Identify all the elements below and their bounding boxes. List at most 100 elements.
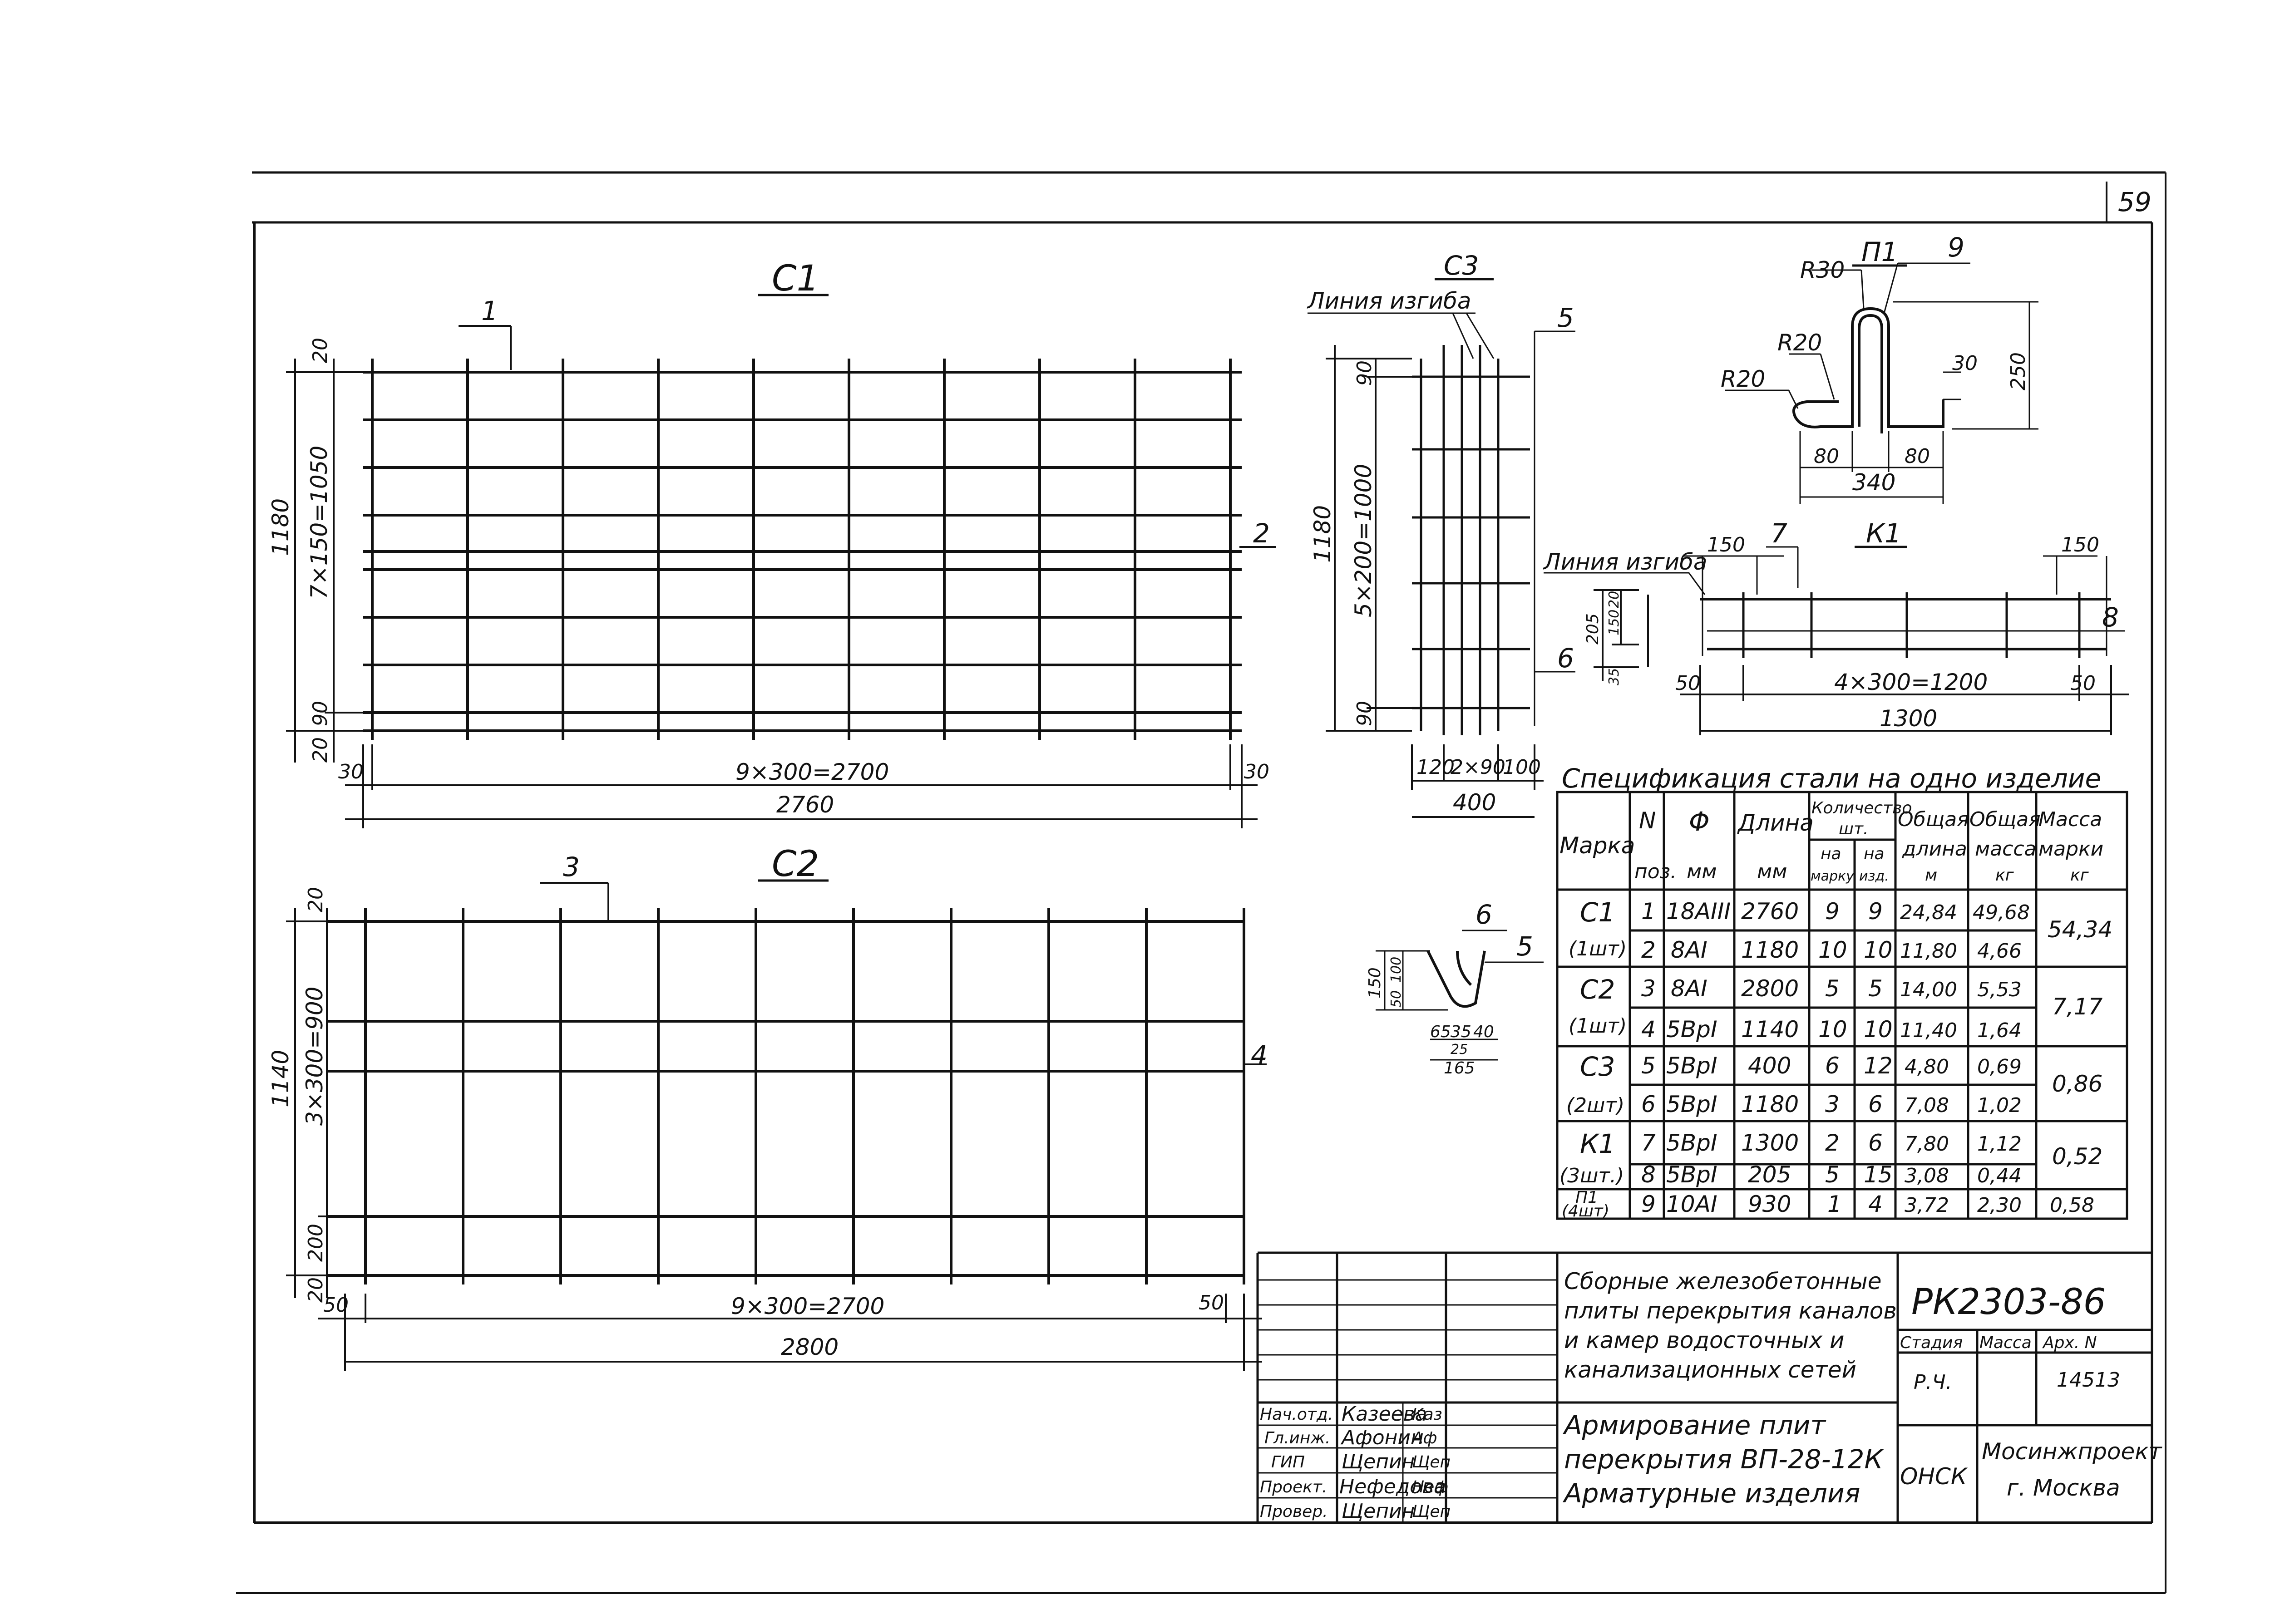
spec-c1-mark: С1 <box>1580 897 1615 928</box>
c2-dim-mid-h: 3×300=900 <box>301 987 328 1126</box>
c2-title: С2 <box>772 844 819 885</box>
spec-h-qty-top: Количество <box>1811 799 1912 817</box>
c3-pos-5: 5 <box>1557 302 1574 333</box>
c3-dim-total-w: 400 <box>1453 789 1496 816</box>
c3-bend-line: Линия изгиба <box>1307 288 1471 314</box>
spec-h-mmass-mid: марки <box>2038 837 2103 861</box>
signer-signature: Каз <box>1412 1405 1442 1424</box>
title-block: Нач.отд. Казеева Каз Гл.инж. Афонин Аф Г… <box>1256 1251 2162 1523</box>
k1-pos-8: 8 <box>2102 602 2119 633</box>
spec-h-qty-b2: изд. <box>1859 868 1889 884</box>
c1-dim-total-h: 1180 <box>267 498 294 556</box>
spec-h-mmass-top: Масса <box>2038 808 2102 831</box>
spec-h-dia-top: Φ <box>1689 806 1710 837</box>
signer-role: Проект. <box>1260 1478 1327 1496</box>
c3s-d25: 25 <box>1451 1042 1468 1058</box>
spec-group-c1: С1 (1шт) 54,34 1 18АIII 2760 9 9 24,84 4… <box>1569 897 2112 963</box>
c2-pos-3: 3 <box>563 851 580 882</box>
c1-pos-2: 2 <box>1253 518 1270 549</box>
spec-h-qty-a1: на <box>1821 845 1841 863</box>
spec-cell: 3,72 <box>1905 1194 1949 1217</box>
signers: Нач.отд. Казеева Каз Гл.инж. Афонин Аф Г… <box>1260 1403 1451 1523</box>
spec-cell: 400 <box>1748 1053 1791 1079</box>
c3-dim-mid-h: 5×200=1000 <box>1350 464 1377 617</box>
spec-h-pos-top: N <box>1639 807 1656 834</box>
spec-c2-qty: (1шт) <box>1569 1014 1627 1038</box>
spec-cell: 0,69 <box>1977 1055 2022 1078</box>
spec-cell: 49,68 <box>1973 901 2030 924</box>
spec-cell: 8 <box>1641 1161 1656 1188</box>
spec-c2-mark: С2 <box>1580 974 1615 1005</box>
mesh-c1: С1 <box>267 258 1276 828</box>
spec-cell: 18АIII <box>1666 898 1731 925</box>
spec-h-dia-bot: мм <box>1687 860 1717 883</box>
organization-2: г. Москва <box>2007 1475 2120 1501</box>
c3-cross-bars <box>1412 375 1530 709</box>
spec-cell: 1180 <box>1741 937 1799 963</box>
signer-signature: Аф <box>1411 1429 1437 1447</box>
spec-cell: 5ВрI <box>1666 1016 1717 1043</box>
spec-h-qty-b1: на <box>1864 845 1885 863</box>
spec-cell: 10 <box>1818 1016 1847 1043</box>
signer-role: Провер. <box>1260 1502 1328 1521</box>
spec-h-tlen-top: Общая <box>1898 808 1969 831</box>
k1-dim-total: 1300 <box>1880 705 1937 732</box>
signer-role: Гл.инж. <box>1264 1429 1330 1447</box>
c3s-d40: 40 <box>1473 1023 1494 1041</box>
drawing-code: РК2303-86 <box>1911 1282 2106 1323</box>
spec-cell: 10 <box>1818 937 1847 963</box>
spec-cell: 4,66 <box>1977 940 2022 963</box>
c3-bars <box>1420 345 1500 735</box>
spec-table: Спецификация стали на одно изделие Марка… <box>1556 763 2128 1220</box>
k1-title: К1 <box>1866 518 1901 549</box>
spec-group-c2: С2 (1шт) 7,17 3 8АI 2800 5 5 14,00 5,53 … <box>1569 974 2103 1043</box>
spec-c3-qty: (2шт) <box>1566 1094 1624 1117</box>
spec-cell: 8АI <box>1671 937 1707 963</box>
sheet-frame <box>236 171 2166 1594</box>
spec-cell: 5 <box>1641 1053 1656 1079</box>
organization-1: Мосинжпроект <box>1982 1438 2162 1465</box>
c3s-d100: 100 <box>1388 957 1404 983</box>
signer-signature: Щеп <box>1412 1453 1451 1471</box>
mesh-c2: С2 3 4 <box>267 844 1268 1371</box>
spec-cell: 6 <box>1868 1091 1883 1117</box>
k1-cross <box>1742 592 2081 658</box>
c1-dim-bot1: 90 <box>309 701 332 726</box>
signer-role: Нач.отд. <box>1260 1405 1333 1424</box>
k1-d20: 20 <box>1606 591 1622 608</box>
c1-pos-1: 1 <box>481 295 498 326</box>
spec-cell: 10 <box>1864 1016 1893 1043</box>
spec-cell: 4 <box>1641 1016 1656 1043</box>
c3-dim-bot: 90 <box>1353 701 1376 726</box>
signer-name: Казеева <box>1342 1403 1427 1426</box>
c2-dim-bot2: 20 <box>304 1277 327 1303</box>
c3s-d65: 65 <box>1430 1023 1451 1041</box>
c1-dim-top: 20 <box>309 338 332 363</box>
spec-cell: 5ВрI <box>1666 1091 1717 1117</box>
mass-label: Масса <box>1979 1334 2032 1352</box>
spec-cell: 1 <box>1641 898 1656 925</box>
c2-pos-4: 4 <box>1251 1040 1268 1071</box>
spec-cell: 6 <box>1825 1053 1840 1079</box>
c3s-pos-6: 6 <box>1476 899 1492 930</box>
c1-dim-left: 30 <box>338 760 364 783</box>
k1-dim-span: 4×300=1200 <box>1834 669 1988 695</box>
spec-h-tlen-mid: длина <box>1902 837 1967 861</box>
spec-cell: 1300 <box>1741 1130 1799 1156</box>
spec-k1-mass: 0,52 <box>2052 1143 2102 1170</box>
spec-p1-mark: П1 <box>1575 1188 1598 1207</box>
c1-dim-bot2: 20 <box>309 737 332 763</box>
k1-d150a: 150 <box>1707 533 1745 556</box>
spec-cell: 3 <box>1825 1091 1840 1117</box>
signer-name: Афонин <box>1340 1426 1424 1449</box>
p1-r20b: R20 <box>1721 366 1765 392</box>
c2-dim-top: 20 <box>304 887 327 912</box>
spec-cell: 9 <box>1825 898 1840 925</box>
spec-k1-qty: (3шт.) <box>1559 1164 1624 1187</box>
spec-cell: 5ВрI <box>1666 1053 1717 1079</box>
c2-dim-total-w: 2800 <box>781 1334 839 1360</box>
spec-cell: 6 <box>1641 1091 1656 1117</box>
spec-cell: 5 <box>1868 975 1883 1002</box>
c3-section: 6 5 150 50 100 65 35 40 25 165 <box>1366 899 1544 1078</box>
spec-p1-mass: 0,58 <box>2050 1194 2094 1217</box>
